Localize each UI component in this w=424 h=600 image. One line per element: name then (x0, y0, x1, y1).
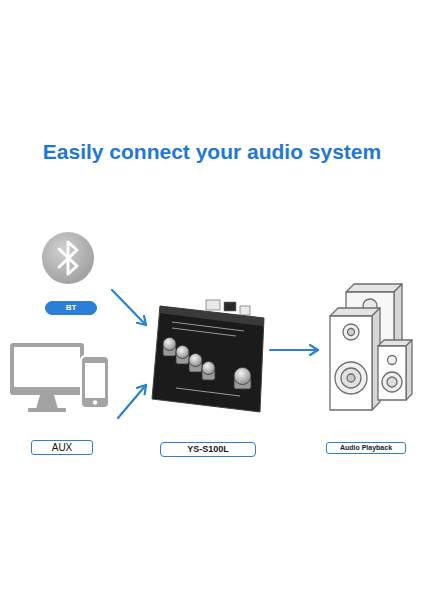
bluetooth-icon (42, 232, 94, 284)
label-holder: BT (30, 296, 112, 315)
source-node: AUX (6, 335, 118, 455)
node-label: BT (45, 301, 97, 315)
node-label: Audio Playback (326, 442, 406, 454)
phone-icon (80, 355, 110, 409)
flow-arrow (270, 349, 318, 351)
output-node: Audio Playback (318, 270, 414, 454)
label-holder: Audio Playback (318, 436, 414, 454)
flow-arrow (118, 385, 146, 418)
node-label: AUX (31, 440, 93, 455)
monitor-icon (10, 343, 84, 412)
node-label: YS-S100L (160, 442, 256, 457)
flow-arrow (112, 290, 146, 325)
speakers (330, 284, 412, 410)
diagram-title: Easily connect your audio system (0, 139, 424, 165)
amplifier-node: YS-S100L (146, 295, 270, 457)
source-node: BT (30, 225, 112, 315)
label-holder: YS-S100L (146, 438, 270, 457)
label-holder: AUX (6, 437, 118, 455)
amplifier-board (152, 300, 264, 412)
